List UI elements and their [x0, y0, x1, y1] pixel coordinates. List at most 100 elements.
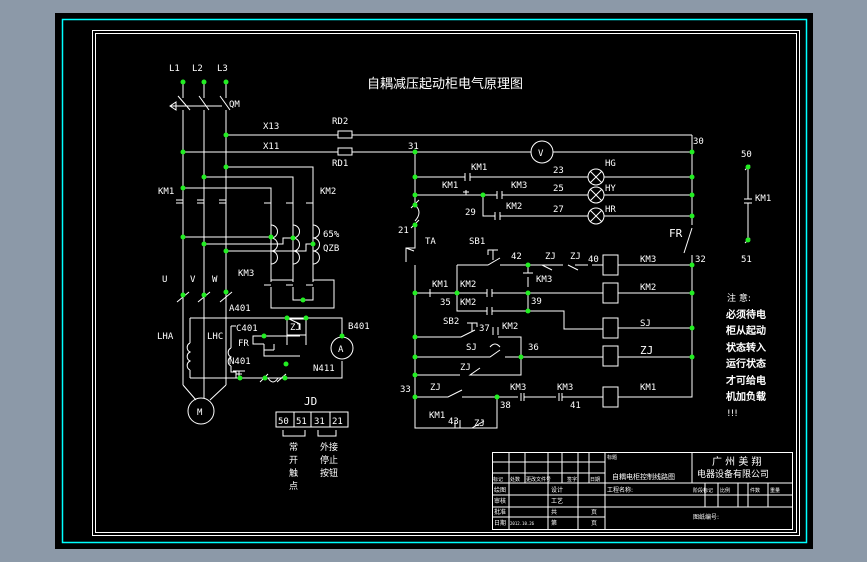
schematic-label: 23: [553, 166, 564, 176]
node-30: 30: [693, 137, 704, 147]
schematic-label: 停止: [320, 454, 338, 466]
coil-km3-label: KM3: [640, 255, 656, 265]
aux-contact-km1: 50 51 KM1: [741, 150, 771, 265]
coil-km1-label: KM1: [640, 383, 656, 393]
schematic-label: 更改文件号: [526, 476, 551, 483]
schematic-label: 页: [591, 520, 597, 527]
sb2-label: SB2: [443, 317, 459, 327]
schematic-label: 开: [289, 455, 298, 466]
fuse-rd2-label: RD2: [332, 117, 348, 127]
fr-label: FR: [238, 339, 249, 349]
schematic-label: KM2: [460, 298, 476, 308]
km3-main-label: KM3: [238, 269, 254, 279]
jd-cell: 31: [314, 417, 325, 427]
schematic-label: !!!: [727, 409, 738, 419]
schematic-label: 外接: [320, 441, 338, 453]
schematic-label: KM2: [506, 202, 522, 212]
jd-label: JD: [304, 395, 317, 408]
schematic-label: KM1: [432, 280, 448, 290]
power-circuit: L1 L2 L3 QM X13 X11 RD2 RD1 KM1 KM2 KM3 …: [157, 64, 693, 425]
company-name: 广 州 美 翔: [712, 455, 762, 468]
schematic-label: 36: [528, 343, 539, 353]
nodes: [180, 79, 751, 400]
n401-label: N401: [229, 357, 251, 367]
n411-label: N411: [313, 364, 335, 374]
schematic-label: 33: [400, 385, 411, 395]
schematic-label: 共: [551, 508, 557, 516]
schematic-label: 40: [588, 255, 599, 265]
schematic-label: ZJ: [474, 419, 485, 429]
tap-label: 65%: [323, 230, 340, 240]
schematic-label: KM3: [557, 383, 573, 393]
schematic-label: 阶段标记: [693, 487, 713, 494]
schematic-label: 标记: [493, 476, 503, 483]
schematic-label: KM2: [460, 280, 476, 290]
schematic-label: ZJ: [545, 252, 556, 262]
schematic-label: 日期: [590, 477, 600, 483]
fuse-rd1-label: RD1: [332, 159, 348, 169]
lamp-hr: [587, 207, 605, 225]
switch-qm-label: QM: [229, 100, 240, 110]
coil-km1: [602, 386, 619, 408]
jd-cell: 50: [278, 417, 289, 427]
b401-label: B401: [348, 322, 370, 332]
schematic-label: KM1: [442, 181, 458, 191]
sheet-border: [61, 18, 808, 544]
lamp-hr-label: HR: [605, 205, 616, 215]
schematic-label: 29: [465, 208, 476, 218]
schematic-label: 触: [289, 467, 298, 479]
schematic-label: KM2: [502, 322, 518, 332]
schematic-label: 审核: [494, 497, 506, 505]
schematic-label: 必须待电: [725, 308, 766, 321]
coil-km3: [602, 254, 619, 276]
output-u: U: [162, 275, 167, 285]
schematic-label: 日期: [494, 519, 506, 527]
zj-relay-box: [286, 318, 307, 336]
schematic-label: 39: [531, 297, 542, 307]
schematic-label: 工程名称:: [607, 486, 633, 494]
schematic-label: ZJ: [430, 383, 441, 393]
schematic-label: 标题: [607, 454, 617, 461]
schematic-label: 电器设备有限公司: [697, 468, 769, 480]
schematic-label: 比例: [720, 487, 730, 494]
a401-label: A401: [229, 304, 251, 314]
drawing-canvas: [55, 13, 813, 549]
schematic-label: 重量: [770, 487, 780, 494]
schematic-label: KM3: [536, 275, 552, 285]
lamp-hy: [587, 186, 605, 204]
km2-main-label: KM2: [320, 187, 336, 197]
motor-label: M: [197, 408, 203, 418]
jd-cell: 51: [296, 417, 307, 427]
lamp-hg-label: HG: [605, 159, 616, 169]
schematic-label: 21: [398, 226, 409, 236]
schematic-label: TA: [425, 237, 436, 247]
schematic-label: 件数: [750, 487, 760, 494]
jd-cell: 21: [332, 417, 343, 427]
warning-note: 注 意: 必须待电 柜从起动 状态转入 运行状态 才可给电 机加负载 !!!: [725, 292, 766, 419]
coil-sj: [602, 317, 619, 339]
ct-lha-label: LHA: [157, 332, 174, 342]
schematic-label: 2012.10.26: [510, 521, 535, 526]
schematic-label: 设计: [551, 486, 563, 494]
schematic-label: 41: [570, 401, 581, 411]
ct-lhc-label: LHC: [207, 332, 223, 342]
schematic-label: 处数: [510, 476, 520, 483]
line-x13: X13: [263, 122, 279, 132]
schematic-label: 38: [500, 401, 511, 411]
phase-l1: L1: [169, 64, 180, 74]
sb1-label: SB1: [469, 237, 485, 247]
schematic-label: 35: [440, 298, 451, 308]
node-31: 31: [408, 142, 419, 152]
inner-frame: [95, 33, 797, 533]
motor: [187, 397, 215, 425]
coil-zj-label: ZJ: [640, 344, 653, 357]
ammeter-label: A: [338, 345, 344, 355]
schematic-label: KM1: [429, 411, 445, 421]
phase-l3: L3: [217, 64, 228, 74]
schematic-label: 常: [289, 441, 298, 453]
schematic-label: 27: [553, 205, 564, 215]
schematic-label: KM1: [471, 163, 487, 173]
schematic-label: 37: [479, 324, 490, 334]
